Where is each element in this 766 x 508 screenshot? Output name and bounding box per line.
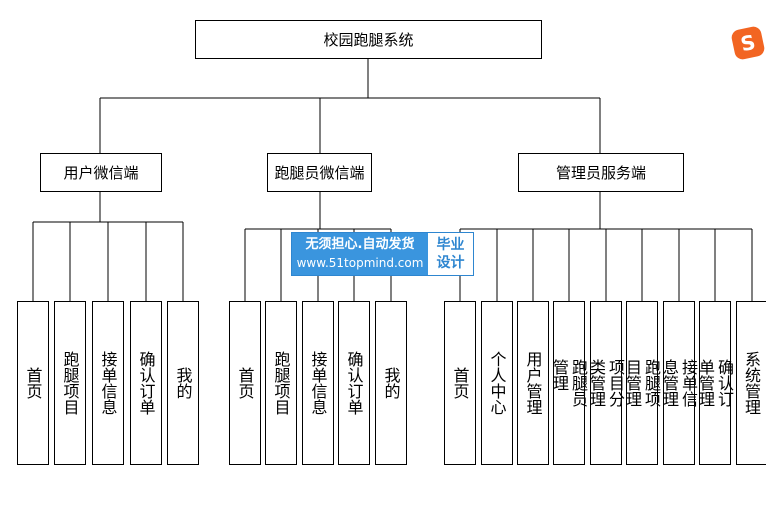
leaf-label-column: 息管理 [660, 359, 679, 407]
leaf-label-column: 管理 [550, 359, 569, 391]
leaf-label-column: 目管理 [623, 359, 642, 407]
leaf-label: 接单信息管理 [660, 359, 698, 407]
leaf-node: 跑腿项目 [265, 301, 297, 465]
leaf-label: 接单信息 [308, 351, 328, 415]
leaf-label: 跑腿员管理 [550, 359, 588, 407]
leaf-label: 个人中心 [487, 351, 507, 415]
leaf-node: 首页 [444, 301, 476, 465]
leaf-node: 接单信息管理 [660, 301, 698, 465]
leaf-label-column: 项目分 [606, 359, 625, 407]
group-label: 跑腿员微信端 [274, 164, 365, 182]
watermark-left: 无须担心.自动发货 www.51topmind.com [292, 233, 428, 275]
leaf-label: 确认订单管理 [696, 359, 734, 407]
leaf-label-column: 跑腿项 [642, 359, 661, 407]
leaf-node: 确认订单 [130, 301, 162, 465]
leaf-label: 项目分类管理 [587, 359, 625, 407]
leaf-node: 首页 [229, 301, 261, 465]
root-node: 校园跑腿系统 [195, 20, 542, 59]
leaf-label-columns: 跑腿员管理 [550, 359, 588, 407]
watermark-url: www.51topmind.com [296, 256, 424, 270]
group-node-runner-wechat: 跑腿员微信端 [267, 153, 372, 192]
leaf-label-columns: 跑腿项目管理 [623, 359, 661, 407]
watermark-slogan: 无须担心.自动发货 [305, 237, 415, 252]
group-node-admin-server: 管理员服务端 [518, 153, 684, 192]
leaf-node: 跑腿项目 [54, 301, 86, 465]
leaf-node: 接单信息 [92, 301, 124, 465]
leaf-label: 确认订单 [344, 351, 364, 415]
leaf-label-column: 跑腿员 [569, 359, 588, 407]
group-node-user-wechat: 用户微信端 [40, 153, 162, 192]
leaf-node: 个人中心 [481, 301, 513, 465]
logo-letter: S [738, 29, 758, 57]
leaf-label: 我的 [173, 367, 193, 399]
leaf-label: 接单信息 [98, 351, 118, 415]
leaf-node: 接单信息 [302, 301, 334, 465]
leaf-label: 我的 [381, 367, 401, 399]
leaf-label: 用户管理 [523, 351, 543, 415]
leaf-label: 首页 [23, 367, 43, 399]
watermark-right: 毕业 设计 [428, 233, 473, 275]
leaf-label: 首页 [235, 367, 255, 399]
leaf-label-column: 类管理 [587, 359, 606, 407]
leaf-node: 确认订单管理 [696, 301, 734, 465]
group-label: 管理员服务端 [555, 164, 646, 182]
group-label: 用户微信端 [63, 164, 139, 182]
leaf-node: 系统管理 [736, 301, 766, 465]
leaf-label-column: 接单信 [679, 359, 698, 407]
leaf-label: 跑腿项目 [271, 351, 291, 415]
leaf-label-column: 单管理 [696, 359, 715, 407]
watermark-tag-line1: 毕业 [436, 237, 465, 253]
watermark-tag-line2: 设计 [436, 255, 465, 271]
leaf-node: 跑腿员管理 [550, 301, 588, 465]
leaf-node: 首页 [17, 301, 49, 465]
leaf-node: 用户管理 [517, 301, 549, 465]
leaf-label-columns: 接单信息管理 [660, 359, 698, 407]
leaf-label: 跑腿项目管理 [623, 359, 661, 407]
leaf-label: 确认订单 [136, 351, 156, 415]
leaf-label-columns: 确认订单管理 [696, 359, 734, 407]
leaf-node: 确认订单 [338, 301, 370, 465]
leaf-label: 跑腿项目 [60, 351, 80, 415]
watermark-banner: 无须担心.自动发货 www.51topmind.com 毕业 设计 [291, 232, 474, 276]
leaf-label-column: 确认订 [715, 359, 734, 407]
leaf-node: 跑腿项目管理 [623, 301, 661, 465]
leaf-node: 项目分类管理 [587, 301, 625, 465]
leaf-node: 我的 [375, 301, 407, 465]
leaf-node: 我的 [167, 301, 199, 465]
leaf-label: 系统管理 [742, 351, 761, 415]
root-label: 校园跑腿系统 [323, 31, 414, 49]
leaf-label: 首页 [450, 367, 470, 399]
leaf-label-columns: 项目分类管理 [587, 359, 625, 407]
